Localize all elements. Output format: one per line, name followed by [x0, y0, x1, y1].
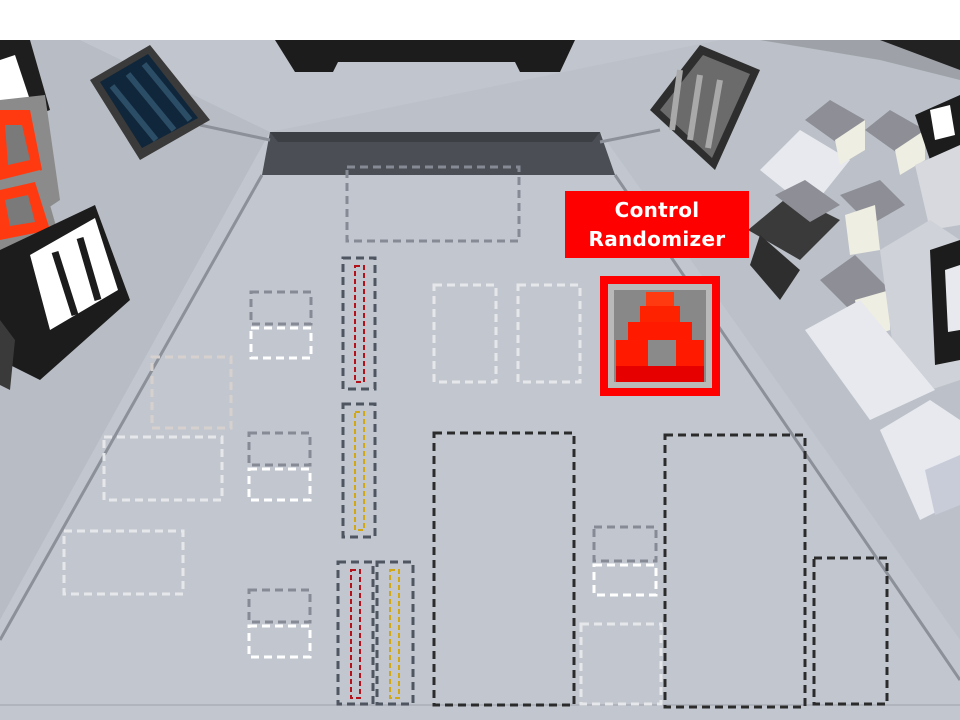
mid-button-slot-top[interactable]: [247, 431, 312, 467]
lever-slots: [336, 256, 415, 706]
red-lever-upper[interactable]: [354, 265, 365, 383]
low-button-slot-bottom[interactable]: [247, 624, 312, 659]
top-slot[interactable]: [345, 165, 521, 243]
left-panel-bevel: [0, 40, 270, 620]
control-randomizer-icon[interactable]: [600, 276, 720, 396]
large-slot-right[interactable]: [663, 433, 807, 709]
yellow-lever-slot-lower[interactable]: [375, 560, 415, 706]
right-monitor: [650, 45, 760, 170]
top-dark-block: [275, 40, 575, 72]
large-slot-left[interactable]: [432, 431, 576, 707]
yellow-lever-upper[interactable]: [354, 411, 365, 531]
left-wide-slot-1[interactable]: [102, 435, 224, 502]
center-panel-floor: [0, 132, 960, 720]
left-button-slot-top[interactable]: [249, 290, 313, 326]
left-monitor: [90, 45, 210, 160]
recess-back-wall: [262, 132, 615, 175]
small-dark-slot[interactable]: [812, 556, 889, 706]
red-lever-lower[interactable]: [350, 569, 361, 699]
tooltip-line-1: Control: [614, 198, 700, 222]
left-machinery: [0, 40, 130, 390]
right-machinery: [748, 95, 960, 520]
right-square-slot[interactable]: [579, 622, 663, 706]
right-button-slot-bottom[interactable]: [592, 563, 658, 597]
tooltip-line-2: Randomizer: [588, 227, 726, 251]
left-button-slot-bottom[interactable]: [249, 326, 313, 360]
center-slot-left[interactable]: [432, 283, 498, 384]
right-button-slot-top[interactable]: [592, 525, 658, 563]
left-faded-slot[interactable]: [150, 355, 233, 430]
center-slot-right[interactable]: [516, 283, 582, 384]
red-lever-slot-lower[interactable]: [336, 560, 375, 706]
yellow-lever-slot[interactable]: [341, 402, 377, 539]
slot-group: [62, 165, 889, 709]
red-lever-slot-upper[interactable]: [341, 256, 377, 391]
left-wide-slot-2[interactable]: [62, 529, 185, 596]
control-randomizer-tooltip: Control Randomizer: [565, 191, 749, 258]
yellow-lever-lower[interactable]: [389, 569, 400, 699]
mid-button-slot-bottom[interactable]: [247, 467, 312, 502]
low-button-slot-top[interactable]: [247, 588, 312, 624]
